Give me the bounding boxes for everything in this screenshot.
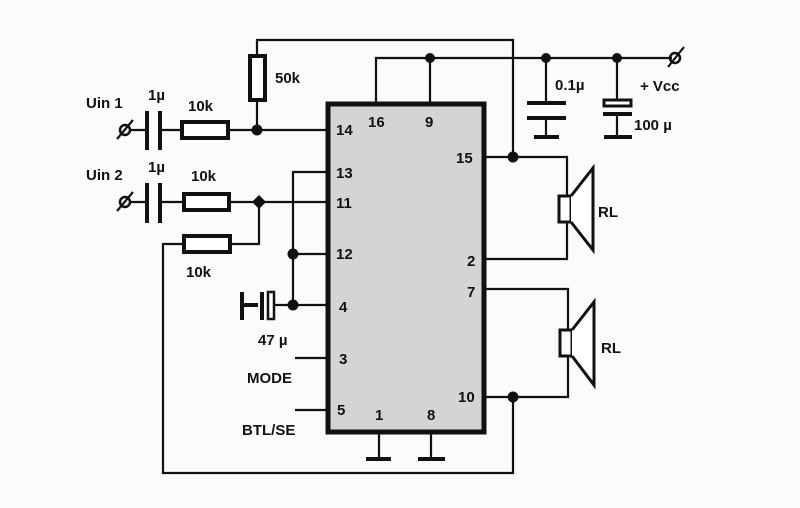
c-47-label: 47 µ (258, 332, 288, 349)
cap-100-plate (603, 112, 632, 139)
resistor-input1 (180, 120, 230, 140)
speaker2-cone (570, 297, 596, 390)
c-in1-label: 1µ (148, 87, 165, 104)
gnd-wire (377, 432, 433, 458)
pin-12: 12 (336, 246, 353, 263)
speaker1-icon (557, 194, 573, 224)
speaker1-wire (484, 155, 569, 261)
resistor-50k (248, 54, 267, 102)
pin-1: 1 (375, 407, 383, 424)
pin-11: 11 (336, 195, 352, 212)
vcc-label: + Vcc (640, 78, 680, 95)
c-01-label: 0.1µ (555, 77, 585, 94)
resistor-input2 (182, 192, 231, 212)
r-fb-label: 10k (186, 264, 212, 281)
pin-4: 4 (339, 299, 348, 316)
input1-slash (116, 119, 134, 140)
r-in2-label: 10k (191, 168, 217, 185)
uin2-label: Uin 2 (86, 167, 123, 184)
capacitor-0.1u (527, 101, 566, 139)
vcc-terminal-icon (668, 51, 682, 65)
mode-label: MODE (247, 370, 292, 387)
rl2-label: RL (601, 340, 621, 357)
capacitor-input1 (145, 111, 162, 150)
uin1-label: Uin 1 (86, 95, 123, 112)
pin-15: 15 (456, 150, 473, 167)
c-100-label: 100 µ (634, 117, 672, 134)
r-in1-label: 10k (188, 98, 214, 115)
feedback-wire-bottom (161, 202, 515, 475)
input2-slash (116, 191, 134, 212)
junction (251, 124, 263, 136)
capacitor-47u-plate (266, 290, 276, 321)
ic-body (325, 101, 487, 435)
pin-8: 8 (427, 407, 435, 424)
r-50k-label: 50k (275, 70, 301, 87)
junction (287, 248, 299, 260)
pin-10: 10 (458, 389, 475, 406)
capacitor-input2 (145, 183, 162, 223)
pin-2: 2 (467, 253, 475, 270)
pin13-12-4-wire (275, 170, 328, 307)
pin-14: 14 (336, 122, 353, 139)
speaker2-wire (484, 287, 570, 399)
resistor-feedback (182, 234, 232, 254)
rl1-label: RL (598, 204, 618, 221)
c-in2-label: 1µ (148, 159, 165, 176)
pin-3: 3 (339, 351, 347, 368)
junction (507, 391, 519, 403)
junction (287, 299, 299, 311)
junction (507, 151, 519, 163)
pin-13: 13 (336, 165, 353, 182)
supply-rail (374, 56, 672, 104)
junction (252, 195, 266, 209)
speaker2-icon (558, 328, 574, 358)
capacitor-100u (602, 98, 633, 108)
pin-9: 9 (425, 114, 433, 131)
junction (425, 53, 435, 63)
btl-se-label: BTL/SE (242, 422, 295, 439)
pin-16: 16 (368, 114, 385, 131)
speaker1-cone (569, 163, 595, 255)
pin-5: 5 (337, 402, 345, 419)
pin-7: 7 (467, 284, 475, 301)
vcc-terminal-slash (667, 46, 685, 68)
capacitor-47u (240, 292, 264, 320)
